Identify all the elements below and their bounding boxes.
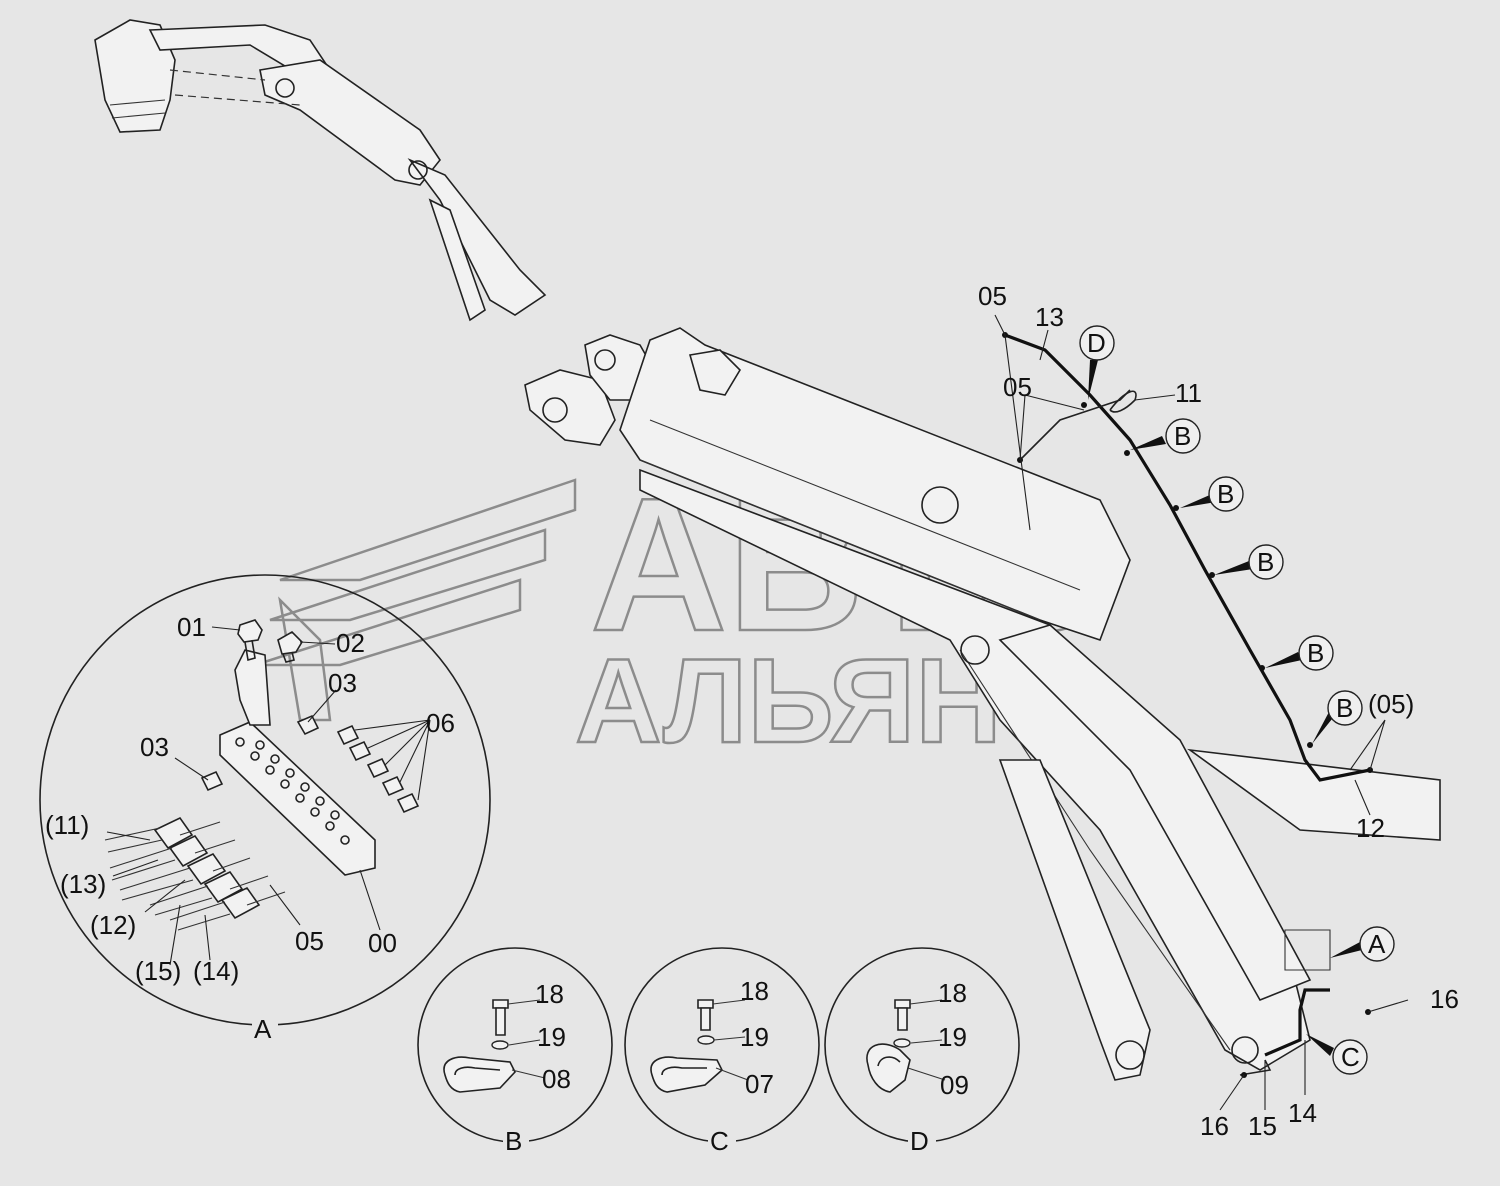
detail-c-label-19: 19: [740, 1022, 769, 1052]
detail-b-label-08: 08: [542, 1064, 571, 1094]
label-05-top: 05: [978, 281, 1007, 311]
detail-c-title: C: [710, 1126, 729, 1156]
detail-c-label-18: 18: [740, 976, 769, 1006]
balloon-label-b5: B: [1336, 693, 1353, 723]
hose-routing: [1002, 332, 1373, 1078]
detail-b-label-19: 19: [537, 1022, 566, 1052]
balloon-label-d: D: [1087, 328, 1106, 358]
detail-b: 18 19 08 B: [417, 947, 613, 1156]
detail-a-circle: [39, 574, 491, 1026]
label-16-bottom: 16: [1200, 1111, 1229, 1141]
balloon-pointers: [1088, 360, 1362, 1056]
detail-a-label-05: 05: [295, 926, 324, 956]
detail-d-title: D: [910, 1126, 929, 1156]
detail-a-title: A: [254, 1014, 272, 1044]
watermark-logo: [254, 478, 577, 722]
label-13: 13: [1035, 302, 1064, 332]
detail-d-label-09: 09: [940, 1070, 969, 1100]
detail-a-label-11: (11): [45, 810, 89, 840]
main-boom-drawing: [524, 327, 1441, 1081]
detail-a-label-03-left: 03: [140, 732, 169, 762]
detail-a: 01 02 03 06 03 (11) (13) (12) (15) (14) …: [39, 574, 491, 1044]
detail-a-label-02: 02: [336, 628, 365, 658]
detail-c-label-07: 07: [745, 1069, 774, 1099]
detail-a-label-03-top: 03: [328, 668, 357, 698]
detail-d-label-18: 18: [938, 978, 967, 1008]
label-05-mid: 05: [1003, 372, 1032, 402]
detail-d-label-19: 19: [938, 1022, 967, 1052]
detail-c: 18 19 07 C: [624, 947, 820, 1156]
main-labels: 05 13 D 05 11 B B B B B (05) 12 A 16 C 1…: [978, 281, 1459, 1141]
label-14: 14: [1288, 1098, 1317, 1128]
detail-b-title: B: [505, 1126, 522, 1156]
detail-a-label-00: 00: [368, 928, 397, 958]
detail-a-label-13: (13): [60, 869, 106, 899]
label-15: 15: [1248, 1111, 1277, 1141]
label-05-paren: (05): [1368, 689, 1414, 719]
balloon-label-c: C: [1341, 1042, 1360, 1072]
overview-boom-drawing: [94, 19, 547, 322]
balloon-label-b1: B: [1174, 421, 1191, 451]
detail-d: 18 19 09 D: [824, 947, 1020, 1156]
detail-a-label-15: (15): [135, 956, 181, 986]
label-12: 12: [1356, 813, 1385, 843]
balloon-label-b4: B: [1307, 638, 1324, 668]
label-16-right: 16: [1430, 984, 1459, 1014]
detail-a-label-06: 06: [426, 708, 455, 738]
detail-b-label-18: 18: [535, 979, 564, 1009]
detail-a-label-12: (12): [90, 910, 136, 940]
detail-a-label-14: (14): [193, 956, 239, 986]
label-11: 11: [1175, 378, 1202, 408]
balloons: [1079, 325, 1395, 1075]
leader-lines: [994, 314, 1409, 1111]
balloon-label-b3: B: [1257, 547, 1274, 577]
balloon-label-b2: B: [1217, 479, 1234, 509]
detail-a-label-01: 01: [177, 612, 206, 642]
balloon-label-a: A: [1368, 929, 1386, 959]
